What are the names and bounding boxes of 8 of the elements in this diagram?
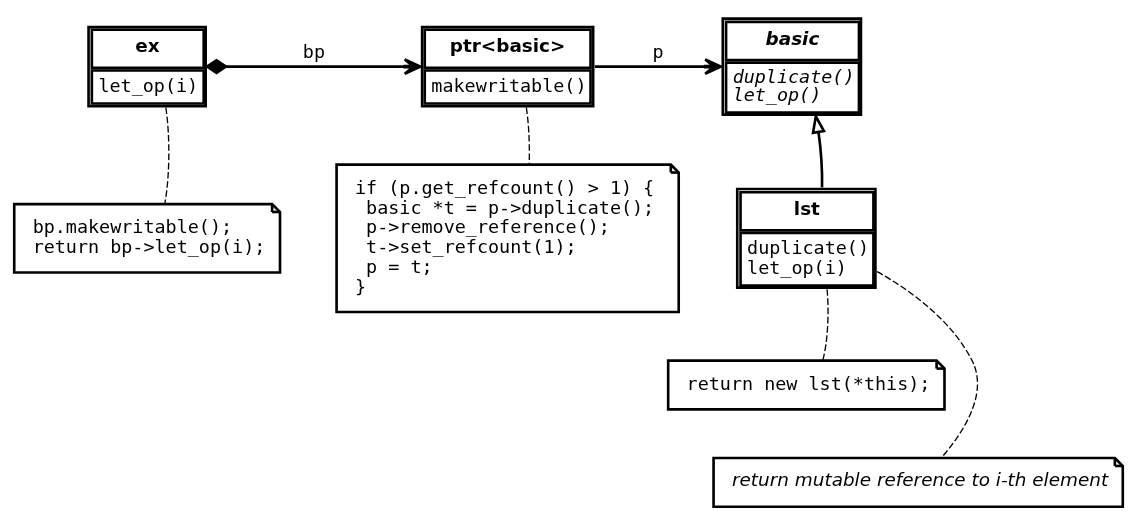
- edge-label: bp: [302, 40, 325, 62]
- connector: [822, 288, 829, 361]
- arrow: [204, 57, 422, 75]
- arrow: [594, 57, 723, 75]
- connector: [525, 106, 530, 165]
- edge-label: p: [652, 40, 664, 62]
- connector: [164, 106, 170, 205]
- connector: [876, 270, 979, 458]
